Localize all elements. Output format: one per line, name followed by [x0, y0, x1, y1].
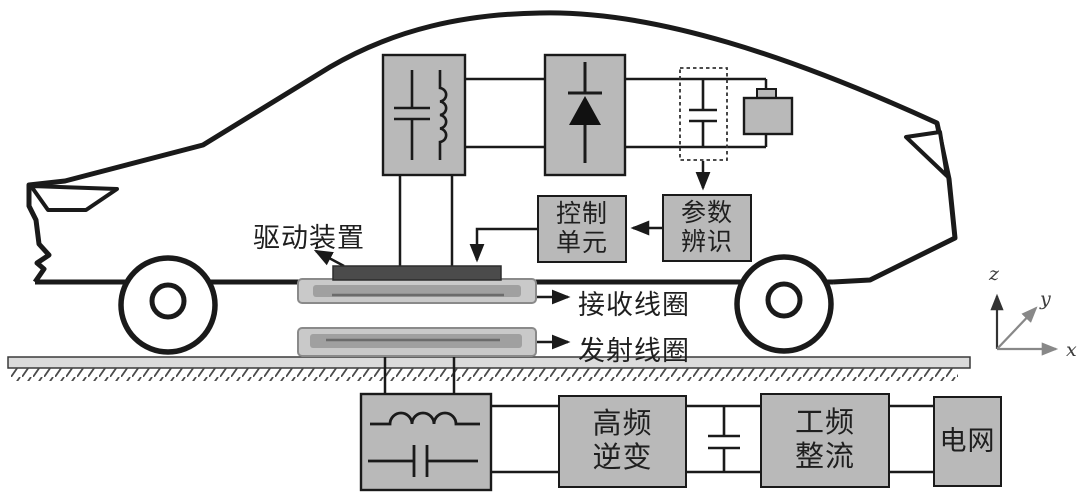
hf-inverter-line2: 逆变 [592, 441, 653, 474]
receive-coil-label: 接收线圈 [578, 290, 690, 320]
coordinate-axes [990, 293, 1059, 356]
ground [7, 356, 971, 381]
power-grid-label: 电网 [939, 425, 996, 456]
rear-wheel [734, 254, 834, 354]
diode-symbol [568, 62, 602, 163]
y-axis [996, 306, 1038, 350]
capacitor-symbol [368, 445, 478, 477]
power-grid-block: 电网 [933, 396, 1002, 487]
parameter-identification-line2: 辨识 [680, 228, 733, 256]
front-wheel [118, 255, 218, 355]
car-body-outline [26, 10, 958, 285]
capacitor-symbol [689, 79, 717, 147]
control-unit-line2: 单元 [555, 229, 608, 257]
ground-hatching [10, 368, 958, 381]
transmit-coil-label: 发射线圈 [578, 336, 690, 366]
compensation-network-block [381, 53, 467, 177]
arrow-control-to-drive [469, 227, 537, 263]
hf-inverter-line1: 高频 [592, 408, 653, 441]
control-unit-line1: 控制 [555, 200, 608, 229]
lf-rectifier-line1: 工频 [794, 407, 855, 440]
inductor-symbol [370, 411, 480, 426]
y-axis-label: y [1040, 288, 1051, 310]
battery-icon [742, 88, 794, 136]
receive-coil-pad [297, 278, 537, 304]
x-axis-label: x [1066, 339, 1077, 361]
lf-rectifier-block: 工频 整流 [760, 393, 890, 488]
arrow-drive-device-label [313, 249, 345, 268]
lf-rectifier-line2: 整流 [794, 440, 855, 473]
parameter-identification-line1: 参数 [680, 199, 733, 228]
taillight-icon [904, 130, 949, 178]
z-axis-label: z [989, 263, 1000, 285]
drive-device-label: 驱动装置 [253, 223, 365, 253]
parameter-identification-block: 参数 辨识 [662, 194, 752, 262]
inductor-symbol [438, 70, 448, 160]
control-unit-block: 控制 单元 [537, 195, 627, 263]
car [26, 10, 958, 355]
transmit-coil-pad [297, 327, 537, 357]
drive-device-bar [332, 265, 502, 281]
lc-compensation-block [359, 392, 493, 492]
onboard-rectifier-block [543, 53, 627, 177]
hf-inverter-block: 高频 逆变 [558, 395, 687, 488]
headlight-icon [29, 184, 119, 212]
dc-link-capacitor-symbol [708, 406, 740, 472]
filter-capacitor-dashed-block [679, 67, 728, 161]
